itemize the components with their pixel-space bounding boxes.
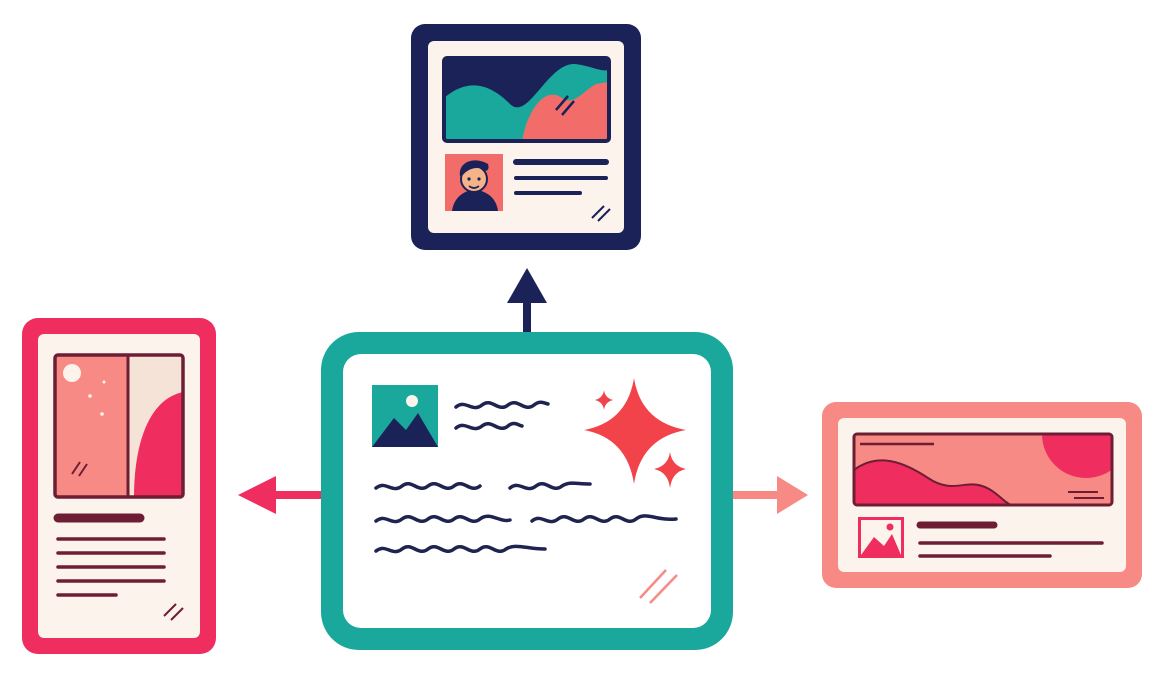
image-icon — [372, 385, 438, 447]
sparkle-icon — [584, 378, 686, 488]
card-text-lines — [916, 521, 1104, 558]
arrow-left-to-portrait-card — [238, 476, 322, 514]
arrow-up-to-square-card — [507, 268, 547, 332]
text-squiggle-lines — [374, 400, 678, 554]
profile-avatar-icon — [445, 154, 503, 211]
card-text-lines — [513, 159, 609, 195]
square-card-output — [411, 24, 641, 250]
shine-mark — [163, 603, 184, 621]
hero-image — [442, 56, 611, 143]
shine-mark — [639, 569, 678, 604]
portrait-card-output — [22, 318, 216, 654]
image-icon — [858, 517, 904, 558]
abstract-art-icon — [53, 353, 185, 499]
hero-image — [852, 432, 1114, 507]
shine-mark — [591, 205, 611, 222]
card-text-lines — [53, 513, 166, 597]
banner-card-output — [822, 402, 1142, 588]
arrow-right-to-banner-card — [733, 476, 808, 514]
source-content-card — [321, 332, 733, 650]
